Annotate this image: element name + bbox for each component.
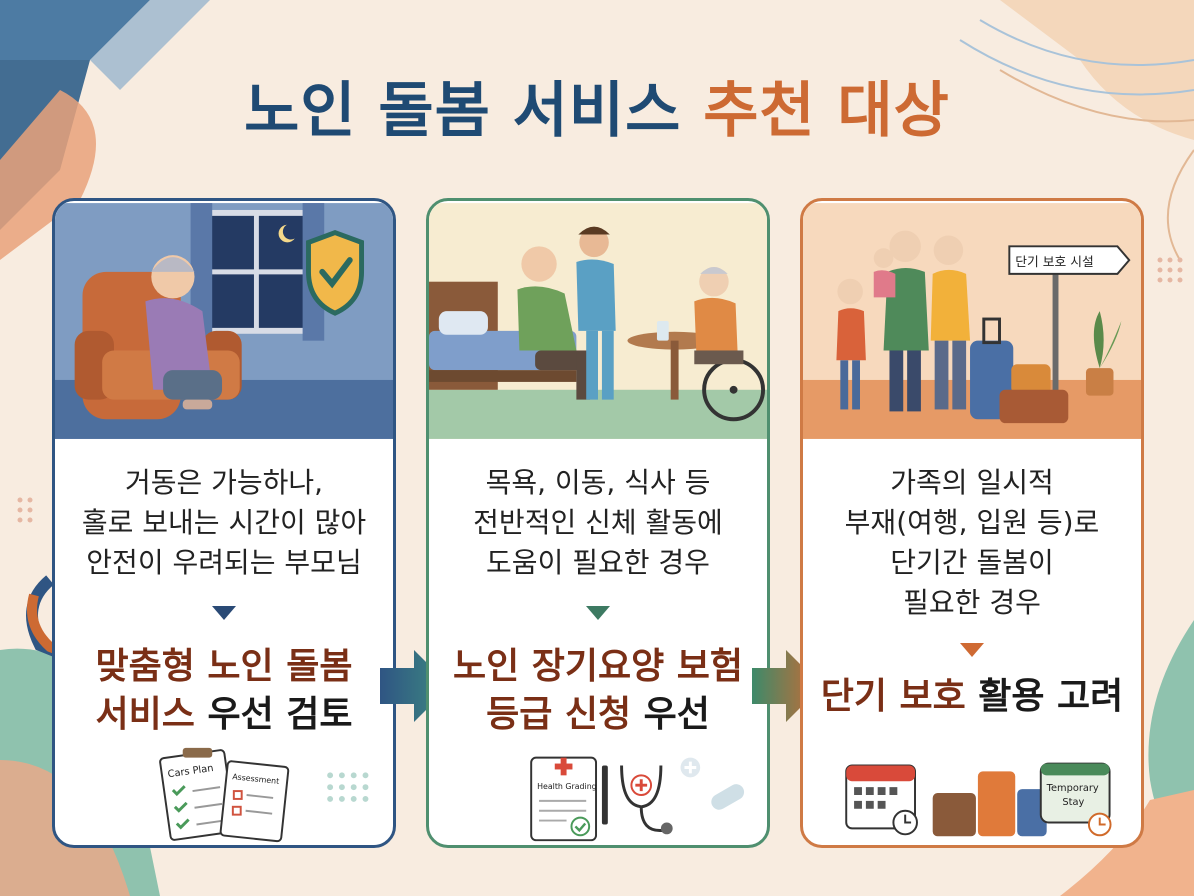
svg-text:Stay: Stay xyxy=(1062,797,1084,808)
down-triangle-icon xyxy=(212,606,236,620)
health-grading-icon: Health Grading xyxy=(530,756,745,842)
card-recommendation: 맞춤형 노인 돌봄 서비스 우선 검토 xyxy=(95,646,353,735)
down-triangle-icon xyxy=(960,643,984,657)
temporary-stay-icon: Temporary Stay xyxy=(845,762,1112,837)
title-accent: 추천 대상 xyxy=(703,76,950,146)
card-recommendation: 단기 보호 활용 고려 xyxy=(820,676,1124,717)
arrow-right-icon xyxy=(380,650,450,722)
title-main: 노인 돌봄 서비스 xyxy=(244,76,682,146)
card-description: 목욕, 이동, 식사 등 전반적인 신체 활동에 도움이 필요한 경우 xyxy=(473,466,723,579)
svg-text:단기 보호 시설: 단기 보호 시설 xyxy=(1015,255,1094,270)
card-short-term-care: 단기 보호 시설 가족의 일시적 부재(여행, 입원 등)로 단기간 돌봄이 필… xyxy=(800,198,1144,848)
svg-text:Health Grading: Health Grading xyxy=(537,782,597,791)
card-personal-care: 거동은 가능하나, 홀로 보내는 시간이 많아 안전이 우려되는 부모님 맞춤형… xyxy=(52,198,396,848)
care-plan-documents-icon: Cars Plan Assessment xyxy=(159,747,369,843)
card-recommendation: 노인 장기요양 보험 등급 신청 우선 xyxy=(452,646,744,735)
elderly-alone-illustration xyxy=(55,203,393,439)
card-description: 거동은 가능하나, 홀로 보내는 시간이 많아 안전이 우려되는 부모님 xyxy=(81,466,367,579)
svg-text:Temporary: Temporary xyxy=(1046,783,1099,794)
page-title: 노인 돌봄 서비스 추천 대상 xyxy=(0,62,1194,149)
caregiver-assist-illustration xyxy=(429,203,767,439)
arrow-right-icon xyxy=(752,650,822,722)
family-travel-illustration: 단기 보호 시설 xyxy=(803,203,1141,439)
card-long-term-care: 목욕, 이동, 식사 등 전반적인 신체 활동에 도움이 필요한 경우 노인 장… xyxy=(426,198,770,848)
down-triangle-icon xyxy=(586,606,610,620)
card-description: 가족의 일시적 부재(여행, 입원 등)로 단기간 돌봄이 필요한 경우 xyxy=(844,466,1100,619)
